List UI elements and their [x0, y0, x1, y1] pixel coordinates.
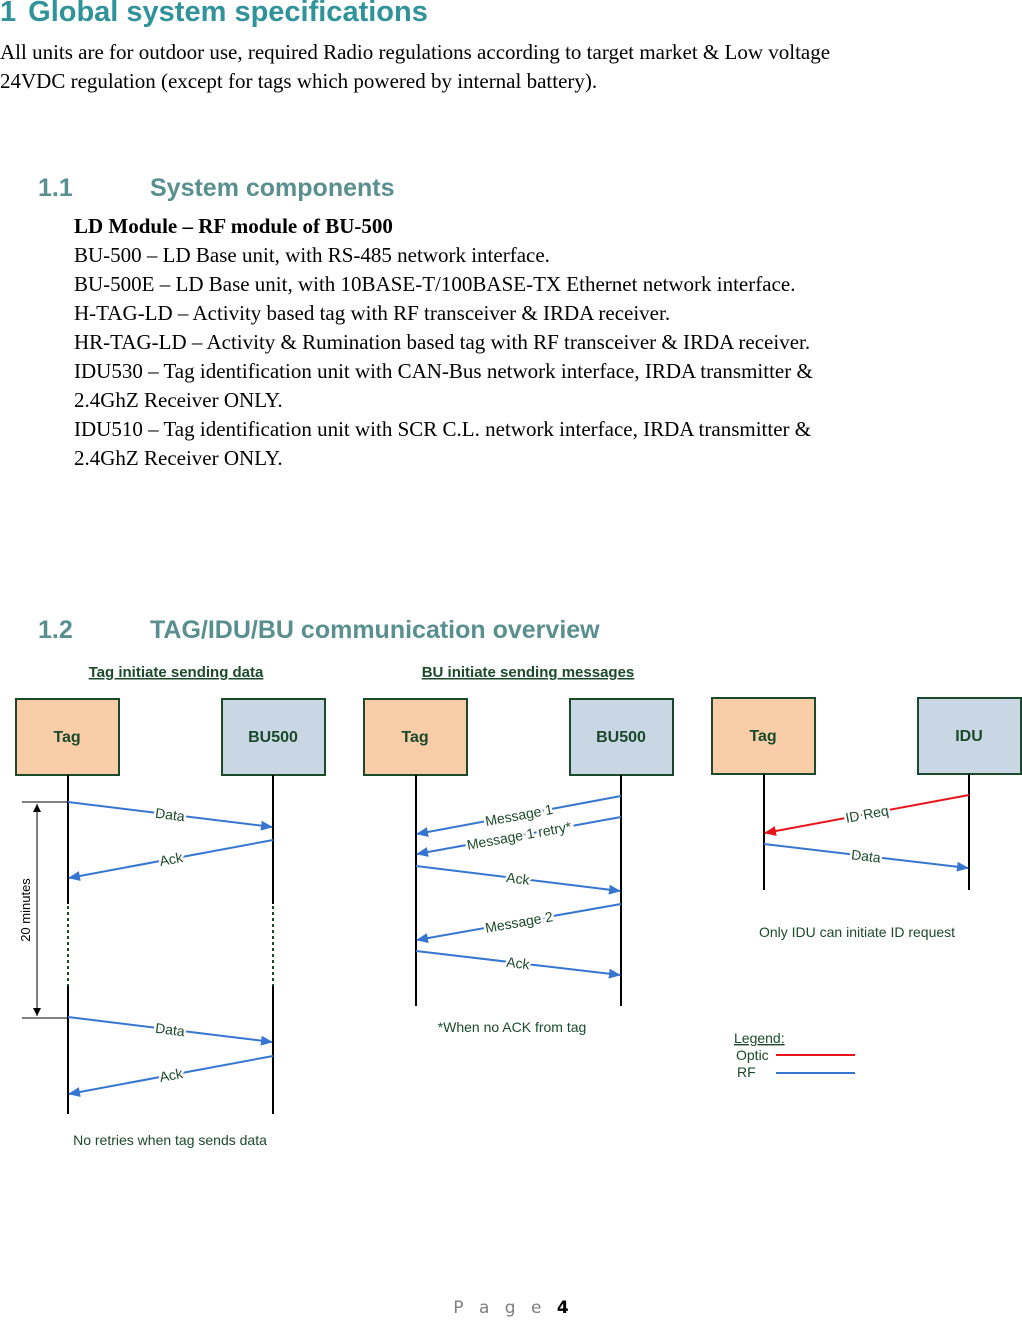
panel2-heading: BU initiate sending messages [422, 664, 635, 681]
section-number: 1.1 [38, 174, 73, 202]
message-line [416, 816, 622, 857]
panel2-note: *When no ACK from tag [438, 1019, 587, 1035]
message-line [763, 843, 969, 872]
components-lead: LD Module – RF module of BU-500 [74, 214, 393, 238]
message-label: Data [154, 805, 186, 825]
section-title: System components [150, 174, 395, 202]
panel1-tag-box: Tag [15, 698, 120, 776]
component-item: IDU530 – Tag identification unit with CA… [74, 359, 813, 412]
panel2-tag-box: Tag [363, 698, 468, 776]
box-label: BU500 [248, 729, 298, 746]
message-line [416, 903, 622, 944]
message-label: Ack [505, 869, 531, 888]
message-line [67, 1016, 273, 1046]
component-item: BU-500E – LD Base unit, with 10BASE‑T/10… [74, 272, 796, 296]
message-label-bg: Ack [505, 869, 531, 888]
page-number: 4 [556, 1298, 569, 1318]
section-1-heading: 1 Global system specifications [0, 0, 428, 29]
section-number: 1 [0, 0, 17, 28]
message-label-bg: Ack [505, 954, 531, 973]
panel1-note: No retries when tag sends data [73, 1132, 267, 1148]
message-label: Ack [505, 954, 531, 973]
legend-label-rf: RF [737, 1064, 756, 1080]
message-line [415, 865, 621, 895]
legend: Legend: Optic RF [734, 1030, 855, 1080]
section-title: Global system specifications [28, 0, 428, 28]
panel3-idu-box: IDU [917, 697, 1022, 775]
component-item: BU-500 – LD Base unit, with RS-485 netwo… [74, 243, 550, 267]
message-label: Message 2 [484, 908, 554, 936]
legend-label-optic: Optic [736, 1047, 769, 1063]
page-word: P a g e [453, 1298, 547, 1318]
message-label: Data [154, 1020, 186, 1040]
section-1-paragraph: All units are for outdoor use, required … [0, 40, 831, 93]
message-label: ID Req [844, 802, 890, 826]
panel1-heading: Tag initiate sending data [89, 664, 264, 681]
box-label: Tag [401, 729, 428, 746]
components-list: LD Module – RF module of BU-500 BU-500 –… [74, 212, 874, 473]
box-label: BU500 [596, 729, 646, 746]
section-1-2-heading: 1.2 TAG/IDU/BU communication overview [38, 616, 600, 645]
message-line [68, 1055, 274, 1097]
message-line [415, 950, 621, 979]
panel1-bu500-box: BU500 [221, 698, 326, 776]
page-footer: P a g e 4 [0, 1298, 1022, 1318]
component-item: IDU510 – Tag identification unit with SC… [74, 417, 812, 470]
message-label: Ack [158, 849, 185, 869]
box-label: Tag [749, 728, 776, 745]
legend-title: Legend: [734, 1030, 785, 1046]
box-label: Tag [53, 729, 80, 746]
panel3-tag-box: Tag [711, 697, 816, 775]
box-label: IDU [955, 728, 983, 745]
message-line [67, 801, 273, 831]
message-line [416, 795, 622, 837]
section-number: 1.2 [38, 616, 73, 644]
section-1-1-heading: 1.1 System components [38, 174, 395, 203]
message-label: Data [850, 846, 881, 865]
panel3-note: Only IDU can initiate ID request [759, 924, 955, 940]
message-label: Ack [158, 1065, 185, 1085]
message-label: Message 1 retry* [466, 818, 574, 853]
interval-label: 20 minutes [18, 878, 33, 942]
message-line [68, 839, 274, 881]
message-line [764, 794, 970, 836]
component-item: HR-TAG-LD – Activity & Rumination based … [74, 330, 811, 354]
component-item: H-TAG-LD – Activity based tag with RF tr… [74, 301, 671, 325]
panel2-bu500-box: BU500 [569, 698, 674, 776]
section-title: TAG/IDU/BU communication overview [150, 616, 600, 644]
